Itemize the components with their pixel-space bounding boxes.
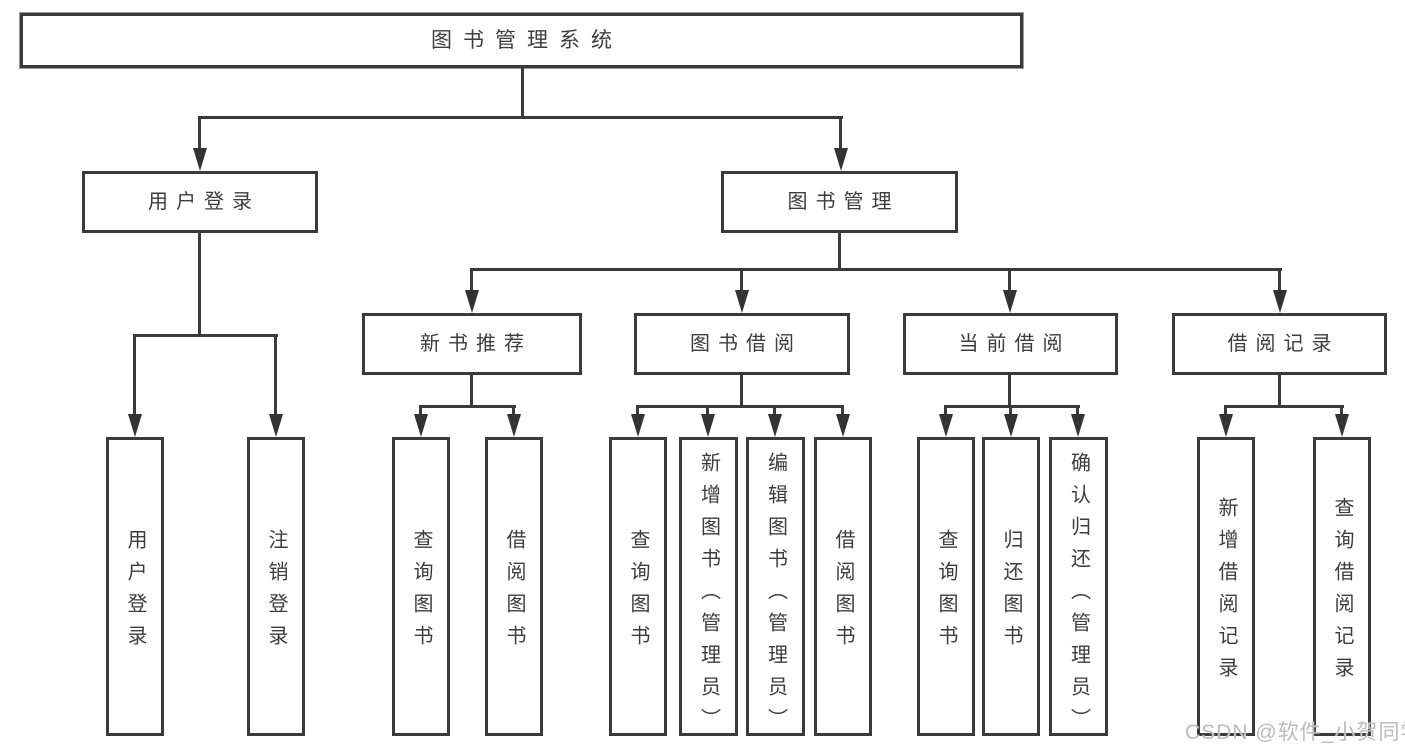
connector-book-borrow-stem xyxy=(740,375,743,408)
node-login: 用户登录 xyxy=(106,437,164,736)
arrow-down-icon xyxy=(1004,414,1018,437)
node-records-query-record: 查询借阅记录 xyxy=(1313,437,1371,736)
node-user-login-label: 用户登录 xyxy=(148,191,260,213)
connector-drop-login xyxy=(133,334,136,416)
connector-drop xyxy=(1076,405,1079,417)
arrow-down-icon xyxy=(834,148,848,171)
node-logout-label: 注销登录 xyxy=(265,528,287,657)
connector-current-borrow-bar xyxy=(944,405,1080,408)
node-book-mgmt: 图书管理 xyxy=(721,171,958,233)
connector-borrow-record-bar xyxy=(1224,405,1344,408)
connector-borrow-record-stem xyxy=(1278,375,1281,408)
arrow-down-icon xyxy=(701,414,715,437)
arrow-down-icon xyxy=(735,290,749,313)
arrow-down-icon xyxy=(836,414,850,437)
connector-drop xyxy=(706,405,709,417)
node-book-mgmt-label: 图书管理 xyxy=(787,191,900,213)
connector-recommend-stem xyxy=(470,375,473,408)
connector-drop xyxy=(1009,405,1012,417)
arrow-down-icon xyxy=(193,148,207,171)
connector-drop xyxy=(1224,405,1227,417)
arrow-down-icon xyxy=(465,290,479,313)
node-book-borrow-label: 图书借阅 xyxy=(690,333,802,355)
node-borrow-query-book-label: 查询图书 xyxy=(627,528,649,657)
connector-drop xyxy=(1340,405,1343,417)
arrow-down-icon xyxy=(1335,414,1349,437)
connector-drop-book-mgmt xyxy=(839,116,842,150)
connector-user-login-bar xyxy=(133,334,278,337)
connector-drop-logout xyxy=(274,334,277,416)
node-borrow-record-label: 借阅记录 xyxy=(1227,333,1340,355)
arrow-down-icon xyxy=(631,414,645,437)
connector-book-mgmt-stem xyxy=(838,233,841,271)
node-borrow-add-book: 新增图书（管理员） xyxy=(679,437,738,740)
connector-user-login-stem xyxy=(198,233,201,337)
connector-recommend-bar xyxy=(419,405,516,408)
arrow-down-icon xyxy=(939,414,953,437)
connector-drop xyxy=(419,405,422,417)
node-root: 图书管理系统 xyxy=(20,13,1023,68)
connector-drop-current-borrow xyxy=(1008,268,1011,294)
node-borrow-edit-book: 编辑图书（管理员） xyxy=(746,437,805,740)
arrow-down-icon xyxy=(1273,290,1287,313)
node-borrow-record: 借阅记录 xyxy=(1172,313,1387,375)
node-current-query-book-label: 查询图书 xyxy=(935,528,957,657)
node-records-query-record-label: 查询借阅记录 xyxy=(1331,496,1353,689)
node-current-confirm-return: 确认归还（管理员） xyxy=(1049,437,1108,740)
node-current-query-book: 查询图书 xyxy=(917,437,975,736)
arrow-down-icon xyxy=(269,414,283,437)
node-recommend-borrow-book-label: 借阅图书 xyxy=(503,528,525,657)
node-logout: 注销登录 xyxy=(247,437,305,736)
connector-drop xyxy=(636,405,639,417)
arrow-down-icon xyxy=(1071,414,1085,437)
connector-drop-recommend xyxy=(470,268,473,294)
connector-drop-book-borrow xyxy=(740,268,743,294)
node-borrow-borrow-book-label: 借阅图书 xyxy=(832,528,854,657)
node-borrow-add-book-label: 新增图书（管理员） xyxy=(697,452,720,740)
arrow-down-icon xyxy=(1219,414,1233,437)
connector-current-borrow-stem xyxy=(1008,375,1011,408)
node-root-label: 图书管理系统 xyxy=(431,29,623,52)
connector-drop xyxy=(944,405,947,417)
node-recommend-query-book: 查询图书 xyxy=(392,437,450,736)
node-new-book-recommend: 新书推荐 xyxy=(362,313,582,375)
arrow-down-icon xyxy=(507,414,521,437)
node-current-return-book-label: 归还图书 xyxy=(1000,528,1022,657)
node-recommend-borrow-book: 借阅图书 xyxy=(485,437,543,736)
arrow-down-icon xyxy=(1003,290,1017,313)
node-recommend-query-book-label: 查询图书 xyxy=(410,528,432,657)
node-user-login: 用户登录 xyxy=(82,171,318,233)
csdn-watermark: CSDN @软件_小贺同学 xyxy=(1185,721,1405,744)
connector-root-stem xyxy=(521,68,524,118)
connector-drop xyxy=(512,405,515,417)
arrow-down-icon xyxy=(768,414,782,437)
node-current-borrow: 当前借阅 xyxy=(903,313,1118,375)
node-current-confirm-return-label: 确认归还（管理员） xyxy=(1067,452,1090,740)
node-login-label: 用户登录 xyxy=(124,528,146,657)
node-book-borrow: 图书借阅 xyxy=(634,313,850,375)
node-borrow-edit-book-label: 编辑图书（管理员） xyxy=(764,452,787,740)
node-records-add-record-label: 新增借阅记录 xyxy=(1215,496,1237,689)
connector-book-borrow-bar xyxy=(636,405,844,408)
arrow-down-icon xyxy=(414,414,428,437)
node-borrow-borrow-book: 借阅图书 xyxy=(814,437,872,736)
connector-drop xyxy=(773,405,776,417)
node-current-borrow-label: 当前借阅 xyxy=(958,333,1071,355)
connector-drop-borrow-record xyxy=(1278,268,1281,294)
node-new-book-recommend-label: 新书推荐 xyxy=(420,333,532,355)
node-records-add-record: 新增借阅记录 xyxy=(1197,437,1255,736)
connector-root-bar xyxy=(198,116,843,119)
connector-drop xyxy=(841,405,844,417)
node-current-return-book: 归还图书 xyxy=(982,437,1040,736)
connector-book-mgmt-bar xyxy=(470,268,1282,271)
arrow-down-icon xyxy=(128,414,142,437)
node-borrow-query-book: 查询图书 xyxy=(609,437,667,736)
connector-drop-user-login xyxy=(198,116,201,150)
